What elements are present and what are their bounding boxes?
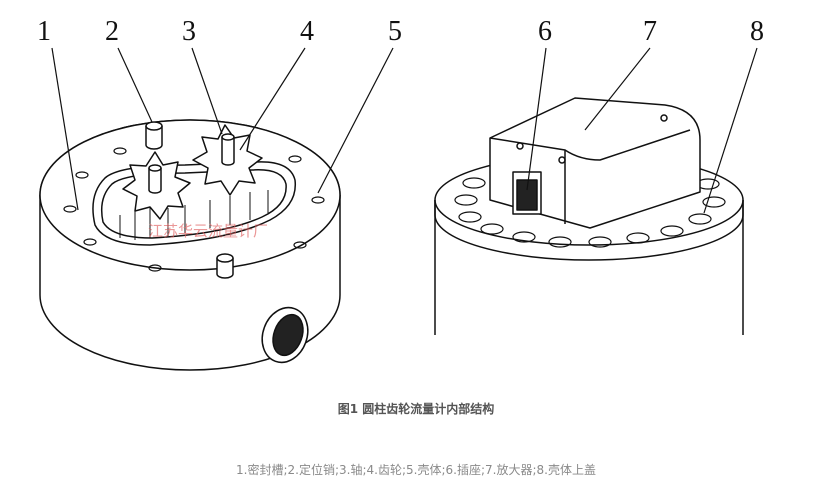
label-5: 5 (388, 16, 402, 47)
watermark-text: 江苏华云流量计厂 (148, 222, 268, 240)
figure-legend: 1.密封槽;2.定位销;3.轴;4.齿轮;5.壳体;6.插座;7.放大器;8.壳… (236, 463, 596, 477)
label-1: 1 (37, 16, 51, 47)
label-8: 8 (750, 16, 764, 47)
flowmeter-structure-diagram: 江苏华云流量计厂 1 2 3 4 5 6 7 8 (37, 16, 764, 371)
label-3: 3 (182, 16, 196, 47)
leader-lines-right (526, 47, 758, 214)
label-4: 4 (300, 16, 314, 47)
figure-caption: 图1 圆柱齿轮流量计内部结构 (337, 402, 495, 416)
label-2: 2 (105, 16, 119, 47)
gear-flowmeter-body (39, 119, 341, 371)
flowmeter-housing (434, 97, 744, 335)
label-7: 7 (643, 16, 657, 47)
leader-lines-left (51, 47, 394, 211)
label-6: 6 (538, 16, 552, 47)
